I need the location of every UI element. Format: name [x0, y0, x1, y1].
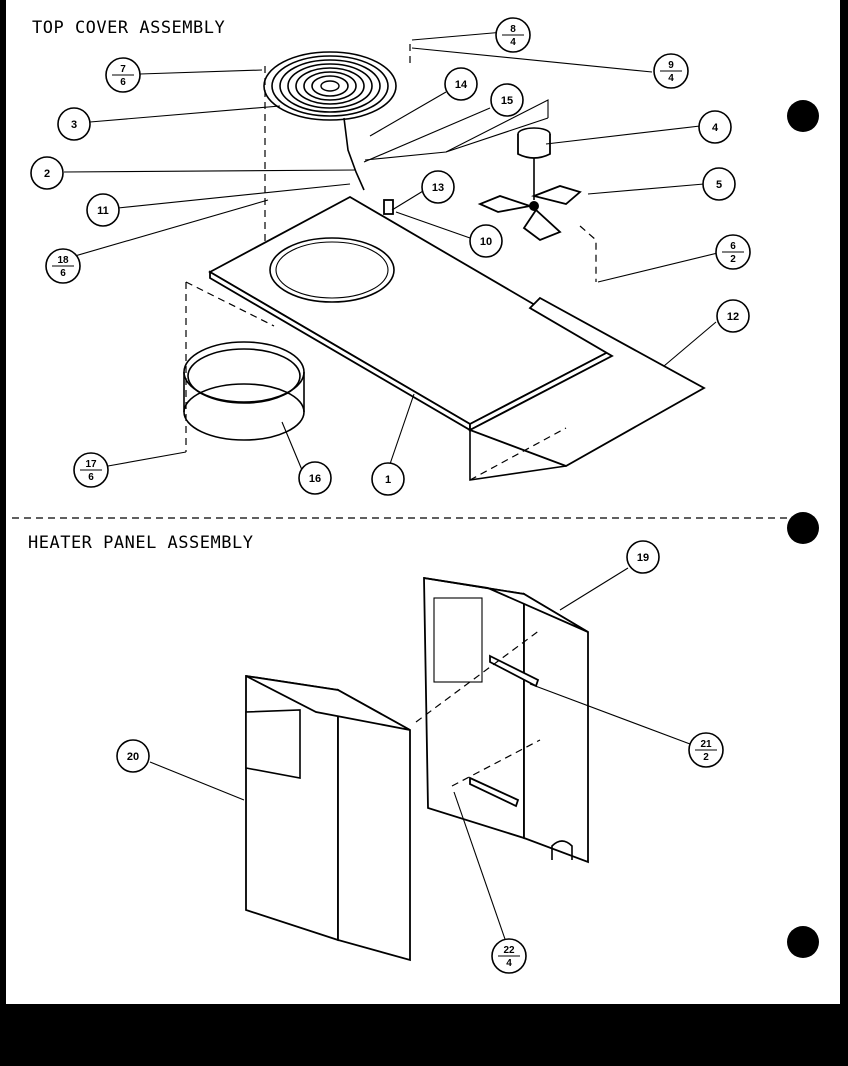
callout-11: 11	[86, 193, 120, 227]
svg-text:3: 3	[71, 119, 77, 131]
fan-blades	[477, 185, 582, 242]
svg-text:22: 22	[503, 945, 515, 956]
callout-2: 2	[30, 156, 64, 190]
callout-6-2: 6 2	[715, 234, 751, 270]
scan-edge-artifact	[316, 1008, 836, 1026]
svg-text:18: 18	[57, 255, 69, 266]
svg-text:1: 1	[385, 474, 391, 486]
svg-text:2: 2	[44, 168, 50, 180]
svg-text:4: 4	[668, 73, 674, 84]
svg-text:21: 21	[700, 739, 712, 750]
callout-9-4: 9 4	[653, 53, 689, 89]
callout-5: 5	[702, 167, 736, 201]
callout-16: 16	[298, 461, 332, 495]
svg-text:4: 4	[506, 958, 512, 969]
svg-text:6: 6	[88, 472, 94, 483]
svg-text:2: 2	[703, 752, 709, 763]
svg-text:12: 12	[727, 311, 739, 323]
callout-22-4: 22 4	[491, 938, 527, 974]
binder-hole-top	[787, 100, 819, 132]
coil-lead-wire	[343, 117, 365, 191]
cover-opening	[269, 237, 395, 303]
bracket-outline	[364, 99, 549, 161]
callout-8-4: 8 4	[495, 17, 531, 53]
svg-text:19: 19	[637, 552, 649, 564]
binder-hole-middle	[787, 512, 819, 544]
svg-text:8: 8	[510, 24, 516, 35]
callout-12: 12	[716, 299, 750, 333]
svg-text:10: 10	[480, 236, 492, 248]
svg-text:6: 6	[60, 268, 66, 279]
svg-text:14: 14	[455, 79, 468, 91]
callout-20: 20	[116, 739, 150, 773]
top-cover-parts	[63, 31, 731, 481]
diagram-sheet	[6, 0, 840, 1004]
svg-text:13: 13	[432, 182, 444, 194]
callout-19: 19	[626, 540, 660, 574]
clip-part	[383, 199, 394, 215]
svg-text:7: 7	[120, 64, 126, 75]
callout-21-2: 21 2	[688, 732, 724, 768]
svg-text:4: 4	[712, 122, 719, 134]
fan-motor	[517, 127, 551, 200]
svg-text:15: 15	[501, 95, 513, 107]
callout-7-6: 7 6	[105, 57, 141, 93]
svg-text:17: 17	[85, 459, 97, 470]
svg-text:2: 2	[730, 254, 736, 265]
svg-text:6: 6	[730, 241, 736, 252]
heater-panel-title: HEATER PANEL ASSEMBLY	[28, 533, 253, 553]
svg-text:11: 11	[97, 205, 109, 217]
heater-tab	[551, 840, 573, 860]
heater-panel-parts	[149, 567, 691, 962]
callout-15: 15	[490, 83, 524, 117]
binder-hole-bottom	[787, 926, 819, 958]
svg-text:20: 20	[127, 751, 139, 763]
callout-4: 4	[698, 110, 732, 144]
callout-3: 3	[57, 107, 91, 141]
svg-text:5: 5	[716, 179, 722, 191]
svg-text:6: 6	[120, 77, 126, 88]
svg-text:4: 4	[510, 37, 516, 48]
top-cover-title: TOP COVER ASSEMBLY	[32, 18, 225, 38]
access-panel-notch	[245, 709, 301, 779]
coil-spiral	[263, 51, 397, 121]
callout-14: 14	[444, 67, 478, 101]
svg-text:16: 16	[309, 473, 321, 485]
access-panel-side	[337, 688, 411, 962]
callout-13: 13	[421, 170, 455, 204]
callout-17-6: 17 6	[73, 452, 109, 488]
heater-window	[433, 597, 483, 683]
callout-10: 10	[469, 224, 503, 258]
svg-text:9: 9	[668, 60, 674, 71]
heater-element-bottom	[469, 776, 520, 808]
callout-18-6: 18 6	[45, 248, 81, 284]
callout-1: 1	[371, 462, 405, 496]
